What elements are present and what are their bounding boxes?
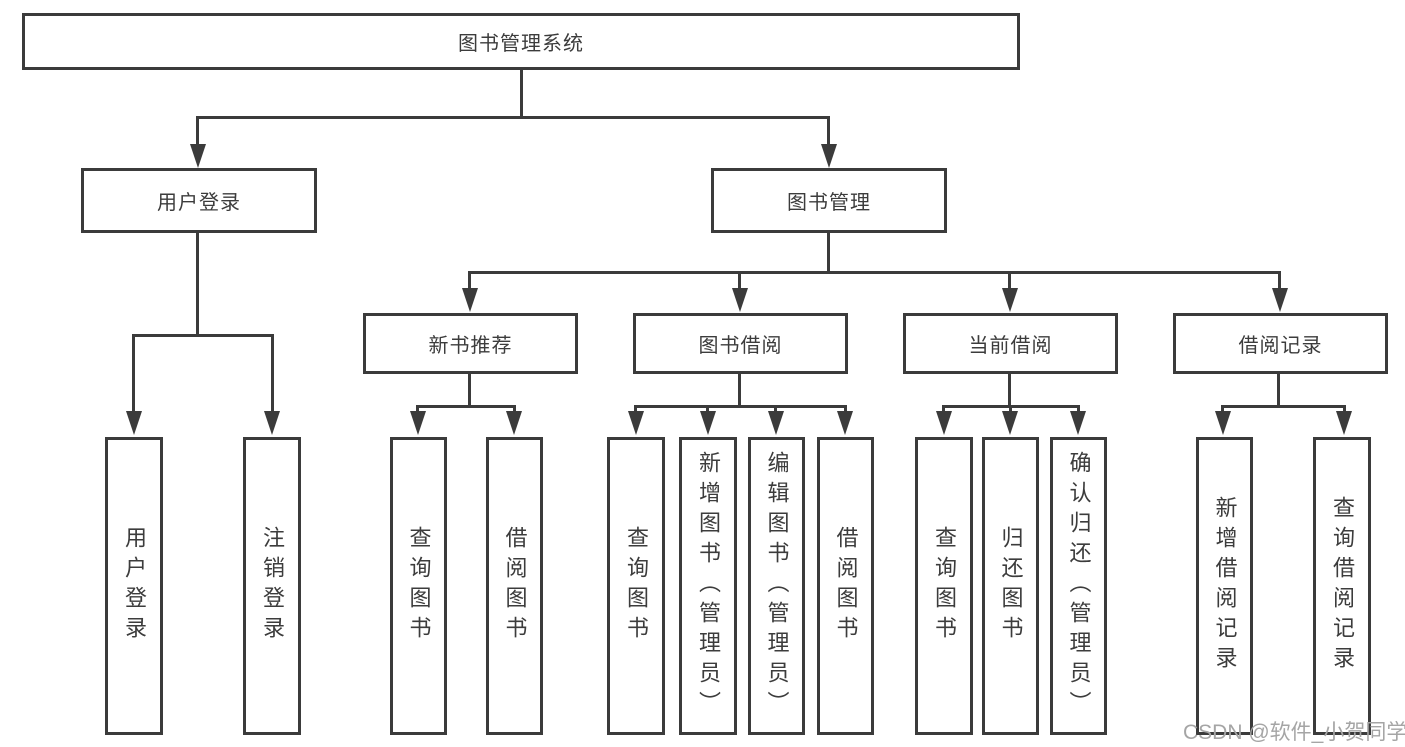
arrow-book-borrow [732, 288, 748, 312]
leaf-g4-query-record: 查询借阅记录 [1313, 437, 1371, 735]
leaf-g1-query-books: 查询图书 [390, 437, 447, 735]
connector-drop-new-book-rec [468, 271, 471, 288]
connector-g1-stem [468, 374, 471, 407]
leaf-g2-borrow-books: 借阅图书 [817, 437, 874, 735]
leaf-g3-query-books: 查询图书 [915, 437, 973, 735]
connector-level2-bar [468, 271, 1281, 274]
connector-g4-bar [1221, 405, 1346, 408]
connector-g2-drop4 [844, 405, 847, 413]
arrow-borrow-records [1272, 288, 1288, 312]
leaf-g3-confirm-return: 确认归还（管理员） [1050, 437, 1107, 735]
arrow-leaf-user-login [126, 411, 142, 435]
connector-g3-drop1 [942, 405, 945, 413]
connector-g1-bar [416, 405, 516, 408]
arrow-g3-confirm [1070, 411, 1086, 435]
node-book-borrow: 图书借阅 [633, 313, 848, 374]
leaf-user-login: 用户登录 [105, 437, 163, 735]
connector-drop-book-mgmt [827, 116, 830, 146]
connector-g1-drop1 [416, 405, 419, 413]
arrow-leaf-logout [264, 411, 280, 435]
connector-root-stem [520, 70, 523, 118]
arrow-g4-add [1215, 411, 1231, 435]
connector-level1-bar [196, 116, 830, 119]
arrow-g4-query [1336, 411, 1352, 435]
node-book-mgmt: 图书管理 [711, 168, 947, 233]
connector-drop-leaf-logout [271, 334, 274, 412]
arrow-g3-return [1002, 411, 1018, 435]
connector-g3-drop2 [1009, 405, 1012, 413]
connector-g4-stem [1277, 374, 1280, 407]
connector-g2-stem [738, 374, 741, 407]
connector-user-login-stem [196, 233, 199, 336]
arrow-g1-query [410, 411, 426, 435]
connector-drop-borrow-records [1278, 271, 1281, 288]
node-new-book-rec: 新书推荐 [363, 313, 578, 374]
connector-drop-user-login [196, 116, 199, 146]
leaf-g4-add-record: 新增借阅记录 [1196, 437, 1253, 735]
node-borrow-records: 借阅记录 [1173, 313, 1388, 374]
connector-drop-book-borrow [738, 271, 741, 288]
connector-g3-stem [1008, 374, 1011, 407]
arrow-g2-query [628, 411, 644, 435]
connector-g2-drop2 [706, 405, 709, 413]
connector-book-mgmt-stem [827, 233, 830, 274]
leaf-g1-borrow-books: 借阅图书 [486, 437, 543, 735]
connector-g1-drop2 [513, 405, 516, 413]
arrow-book-mgmt [821, 144, 837, 168]
connector-g4-drop2 [1343, 405, 1346, 413]
connector-drop-leaf-user-login [132, 334, 135, 412]
connector-g2-drop3 [774, 405, 777, 413]
leaf-g2-edit-books: 编辑图书（管理员） [748, 437, 805, 735]
arrow-g1-borrow [506, 411, 522, 435]
arrow-g2-add [700, 411, 716, 435]
connector-g4-drop1 [1221, 405, 1224, 413]
connector-drop-current-borrow [1008, 271, 1011, 288]
arrow-g2-borrow [837, 411, 853, 435]
node-root: 图书管理系统 [22, 13, 1020, 70]
leaf-g2-add-books: 新增图书（管理员） [679, 437, 737, 735]
arrow-user-login [190, 144, 206, 168]
arrow-current-borrow [1002, 288, 1018, 312]
node-current-borrow: 当前借阅 [903, 313, 1118, 374]
leaf-logout: 注销登录 [243, 437, 301, 735]
arrow-new-book-rec [462, 288, 478, 312]
arrow-g2-edit [768, 411, 784, 435]
leaf-g2-query-books: 查询图书 [607, 437, 665, 735]
csdn-watermark: CSDN @软件_小贺同学 [1183, 721, 1405, 744]
node-user-login: 用户登录 [81, 168, 317, 233]
connector-g3-drop3 [1077, 405, 1080, 413]
connector-user-login-bar [132, 334, 274, 337]
connector-g2-drop1 [634, 405, 637, 413]
arrow-g3-query [936, 411, 952, 435]
connector-g2-bar [634, 405, 847, 408]
leaf-g3-return-books: 归还图书 [982, 437, 1039, 735]
